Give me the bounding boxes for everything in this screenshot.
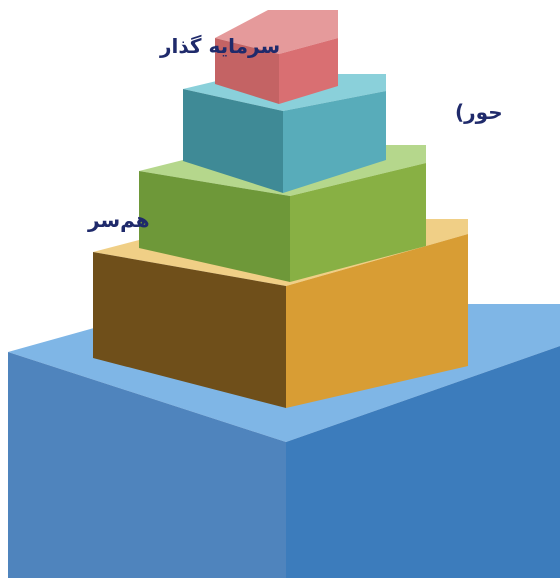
tier-top-top-face [215,10,338,54]
tier-4-right-face [286,234,468,408]
label-right-clipped: حور) [455,100,503,124]
tier-2-right-face [283,91,386,193]
tier-top-left-face [215,38,279,104]
tier-4-left-face [93,252,286,408]
label-top-clipped: سرمایه گذار [160,34,281,58]
tier-3-right-face [290,163,426,282]
tier-bottom-right-face [286,346,560,578]
pyramid-tier-top [215,10,338,104]
tier-3-left-face [139,171,290,282]
tier-top-right-face [279,38,338,104]
tier-bottom-left-face [8,352,286,578]
tier-2-left-face [183,89,283,193]
label-left-clipped: هم‌سر [88,208,150,232]
